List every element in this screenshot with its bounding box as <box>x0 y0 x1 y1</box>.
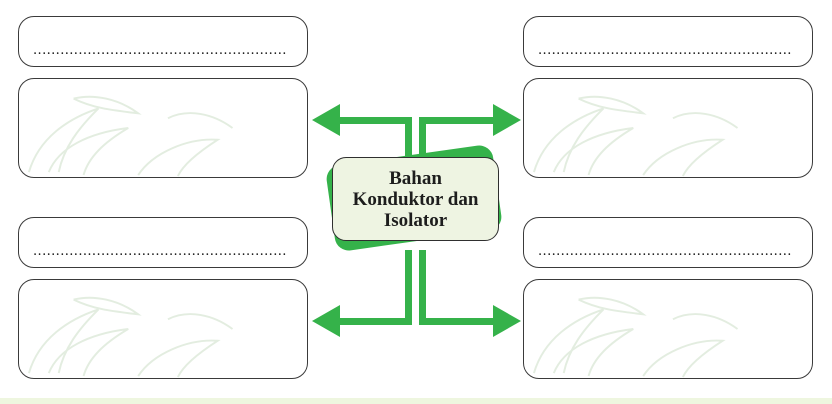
leaf-watermark-icon <box>532 296 739 378</box>
title-box-bottom-left[interactable]: ........................................… <box>18 217 308 268</box>
content-box-bottom-left[interactable] <box>18 279 308 379</box>
content-box-top-right[interactable] <box>523 78 813 178</box>
title-box-top-left[interactable]: ........................................… <box>18 16 308 67</box>
page-bottom-band <box>0 398 832 404</box>
leaf-watermark-icon <box>27 95 234 177</box>
center-topic-box: Bahan Konduktor dan Isolator <box>332 157 499 241</box>
title-box-bottom-right[interactable]: ........................................… <box>523 217 813 268</box>
title-box-top-right[interactable]: ........................................… <box>523 16 813 67</box>
center-topic-label: Bahan Konduktor dan Isolator <box>352 167 479 231</box>
arrow-shapes <box>312 104 521 337</box>
leaf-watermark-icon <box>532 95 739 177</box>
title-blank-top-left: ........................................… <box>33 44 287 57</box>
content-box-bottom-right[interactable] <box>523 279 813 379</box>
content-box-top-left[interactable] <box>18 78 308 178</box>
leaf-watermark-icon <box>27 296 234 378</box>
title-blank-bottom-left: ........................................… <box>33 245 287 258</box>
title-blank-bottom-right: ........................................… <box>538 245 792 258</box>
title-blank-top-right: ........................................… <box>538 44 792 57</box>
